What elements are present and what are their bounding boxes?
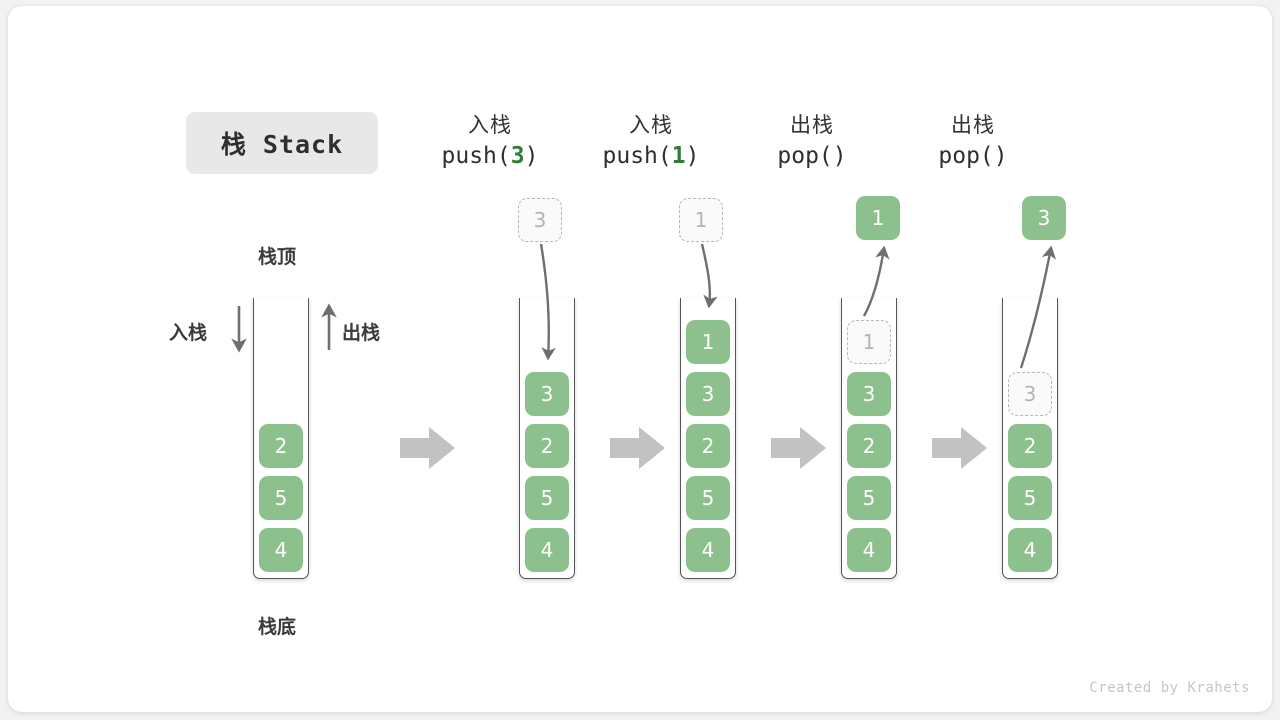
- stack-cell: 4: [686, 528, 730, 572]
- push-arrow-icon-1: [700, 243, 718, 309]
- transition-arrow-push1-to-pop1: [771, 427, 826, 469]
- code-suffix: ): [832, 143, 847, 169]
- stack-cell: 2: [1008, 424, 1052, 468]
- operation-cn-label: 出栈: [951, 113, 995, 137]
- stack-bottom-label: 栈底: [258, 616, 297, 638]
- title-badge-label: 栈 Stack: [220, 130, 344, 159]
- transition-arrow-pop1-to-pop3: [932, 427, 987, 469]
- code-argument: 1: [671, 143, 686, 169]
- stack-cell: 2: [259, 424, 303, 468]
- diagram-canvas: 栈 Stack 栈顶 栈底 入栈 出栈 入栈 push(3) 入栈 push(1…: [8, 6, 1272, 712]
- code-suffix: ): [685, 143, 700, 169]
- stack-cell: 3: [847, 372, 891, 416]
- operation-cn-label: 入栈: [468, 113, 512, 137]
- operation-code-label: push(1): [581, 140, 721, 172]
- stack-cell: 5: [686, 476, 730, 520]
- stack-cell: 2: [847, 424, 891, 468]
- floating-cell-push-1: 1: [679, 198, 723, 242]
- floating-cell-pop-1: 1: [856, 196, 900, 240]
- transition-arrow-push3-to-push1: [610, 427, 665, 469]
- floating-cell-pop-3: 3: [1022, 196, 1066, 240]
- code-prefix: push(: [602, 143, 672, 169]
- code-prefix: pop(: [777, 143, 833, 169]
- stack-cell: 1: [686, 320, 730, 364]
- floating-cell-push-3: 3: [518, 198, 562, 242]
- pop-direction-label: 出栈: [342, 322, 381, 344]
- stack-cell: 5: [847, 476, 891, 520]
- stack-cell-removed: 1: [847, 320, 891, 364]
- stack-cell: 2: [686, 424, 730, 468]
- push-direction-label: 入栈: [169, 322, 208, 344]
- stack-cell-removed: 3: [1008, 372, 1052, 416]
- stack-cell: 3: [525, 372, 569, 416]
- stack-cell: 4: [259, 528, 303, 572]
- operation-caption-pop-1: 出栈 pop(): [742, 110, 882, 172]
- stack-cell: 4: [847, 528, 891, 572]
- stack-top-label: 栈顶: [258, 246, 297, 268]
- code-prefix: pop(: [938, 143, 994, 169]
- title-badge: 栈 Stack: [186, 112, 378, 174]
- operation-code-label: pop(): [903, 140, 1043, 172]
- code-suffix: ): [524, 143, 539, 169]
- operation-caption-pop-3: 出栈 pop(): [903, 110, 1043, 172]
- stack-cell: 4: [1008, 528, 1052, 572]
- stack-cell: 2: [525, 424, 569, 468]
- operation-cn-label: 出栈: [790, 113, 834, 137]
- diagram-card: 栈 Stack 栈顶 栈底 入栈 出栈 入栈 push(3) 入栈 push(1…: [8, 6, 1272, 712]
- operation-code-label: pop(): [742, 140, 882, 172]
- operation-cn-label: 入栈: [629, 113, 673, 137]
- credit-label: Created by Krahets: [1089, 680, 1250, 696]
- code-suffix: ): [993, 143, 1008, 169]
- code-prefix: push(: [441, 143, 511, 169]
- operation-code-label: push(3): [420, 140, 560, 172]
- stack-cell: 5: [259, 476, 303, 520]
- stack-cell: 5: [525, 476, 569, 520]
- transition-arrow-initial-to-push3: [400, 427, 455, 469]
- operation-caption-push-3: 入栈 push(3): [420, 110, 560, 172]
- operation-caption-push-1: 入栈 push(1): [581, 110, 721, 172]
- stack-cell: 5: [1008, 476, 1052, 520]
- stack-cell: 4: [525, 528, 569, 572]
- stack-cell: 3: [686, 372, 730, 416]
- code-argument: 3: [510, 143, 525, 169]
